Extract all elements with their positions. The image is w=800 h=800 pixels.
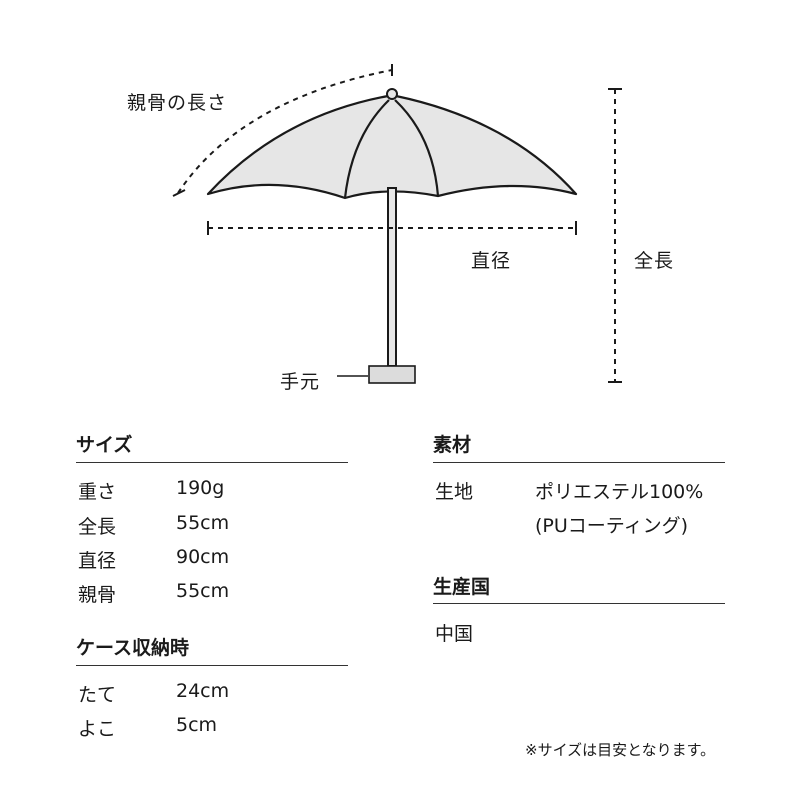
spec-value: 5cm: [176, 714, 218, 736]
origin-section-title: 生産国: [433, 576, 491, 598]
spec-value-line2: (PUコーティング): [535, 515, 689, 537]
umbrella-rib-left: [343, 99, 390, 199]
umbrella-handle: [368, 365, 416, 384]
spec-value: 90cm: [176, 546, 230, 568]
spec-label: よこ: [78, 718, 117, 740]
spec-label: 全長: [78, 516, 117, 538]
origin-section-divider: [433, 603, 725, 604]
material-section-divider: [433, 462, 725, 463]
origin-value: 中国: [435, 623, 474, 645]
spec-value: 55cm: [176, 580, 230, 602]
umbrella-tip: [386, 88, 398, 100]
rib-length-tick-bottom: [172, 189, 186, 197]
spec-value: 190g: [176, 477, 225, 499]
case-section-divider: [76, 665, 348, 666]
case-section-title: ケース収納時: [76, 637, 190, 659]
handle-label: 手元: [280, 371, 321, 393]
spec-value: 55cm: [176, 512, 230, 534]
size-disclaimer-note: ※サイズは目安となります。: [525, 741, 716, 759]
umbrella-rib-right: [394, 99, 440, 197]
spec-label: 直径: [78, 550, 117, 572]
spec-label: たて: [78, 684, 117, 706]
umbrella-diagram: 親骨の長さ 直径 全長 手元: [127, 64, 675, 393]
spec-label: 生地: [435, 481, 474, 503]
umbrella-shaft: [387, 187, 397, 367]
material-row-fabric: 生地 ポリエステル100% (PUコーティング): [435, 477, 725, 547]
total-length-label: 全長: [634, 250, 675, 272]
umbrella-illustration: [172, 64, 622, 384]
spec-value: 24cm: [176, 680, 230, 702]
rib-length-label: 親骨の長さ: [127, 92, 228, 114]
size-section-divider: [76, 462, 348, 463]
diameter-label: 直径: [471, 250, 512, 272]
size-section-title: サイズ: [76, 434, 133, 456]
spec-label: 重さ: [78, 481, 117, 503]
spec-value-line1: ポリエステル100%: [535, 481, 704, 503]
material-section-title: 素材: [433, 434, 472, 456]
umbrella-canopy: [206, 94, 578, 200]
spec-label: 親骨: [78, 584, 117, 606]
